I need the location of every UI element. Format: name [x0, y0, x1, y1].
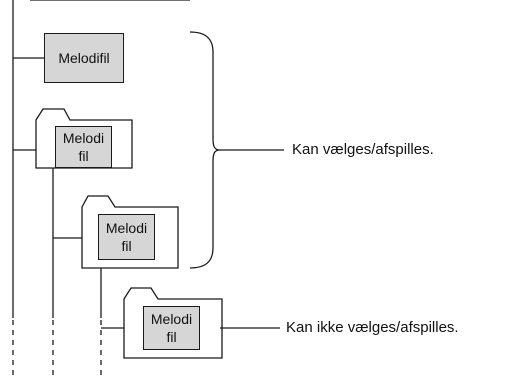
file-melodi-fil[interactable]: Melodi fil: [55, 126, 112, 168]
file-label-line2: fil: [121, 238, 132, 254]
file-melodifil[interactable]: Melodifil: [44, 33, 124, 83]
caption-not-selectable: Kan ikke vælges/afspilles.: [286, 319, 459, 336]
file-label-line1: Melodi: [105, 220, 148, 236]
caption-selectable: Kan vælges/afspilles.: [292, 141, 434, 158]
file-melodi-fil[interactable]: Melodi fil: [143, 306, 200, 350]
file-melodi-fil[interactable]: Melodi fil: [98, 214, 155, 260]
file-label-line1: Melodi: [150, 311, 193, 327]
file-label-line1: Melodi: [62, 130, 105, 146]
file-label-line2: fil: [166, 329, 177, 345]
file-label: Melodifil: [58, 50, 110, 66]
selectable-group-bracket: [189, 31, 221, 269]
file-label-line2: fil: [78, 148, 89, 164]
